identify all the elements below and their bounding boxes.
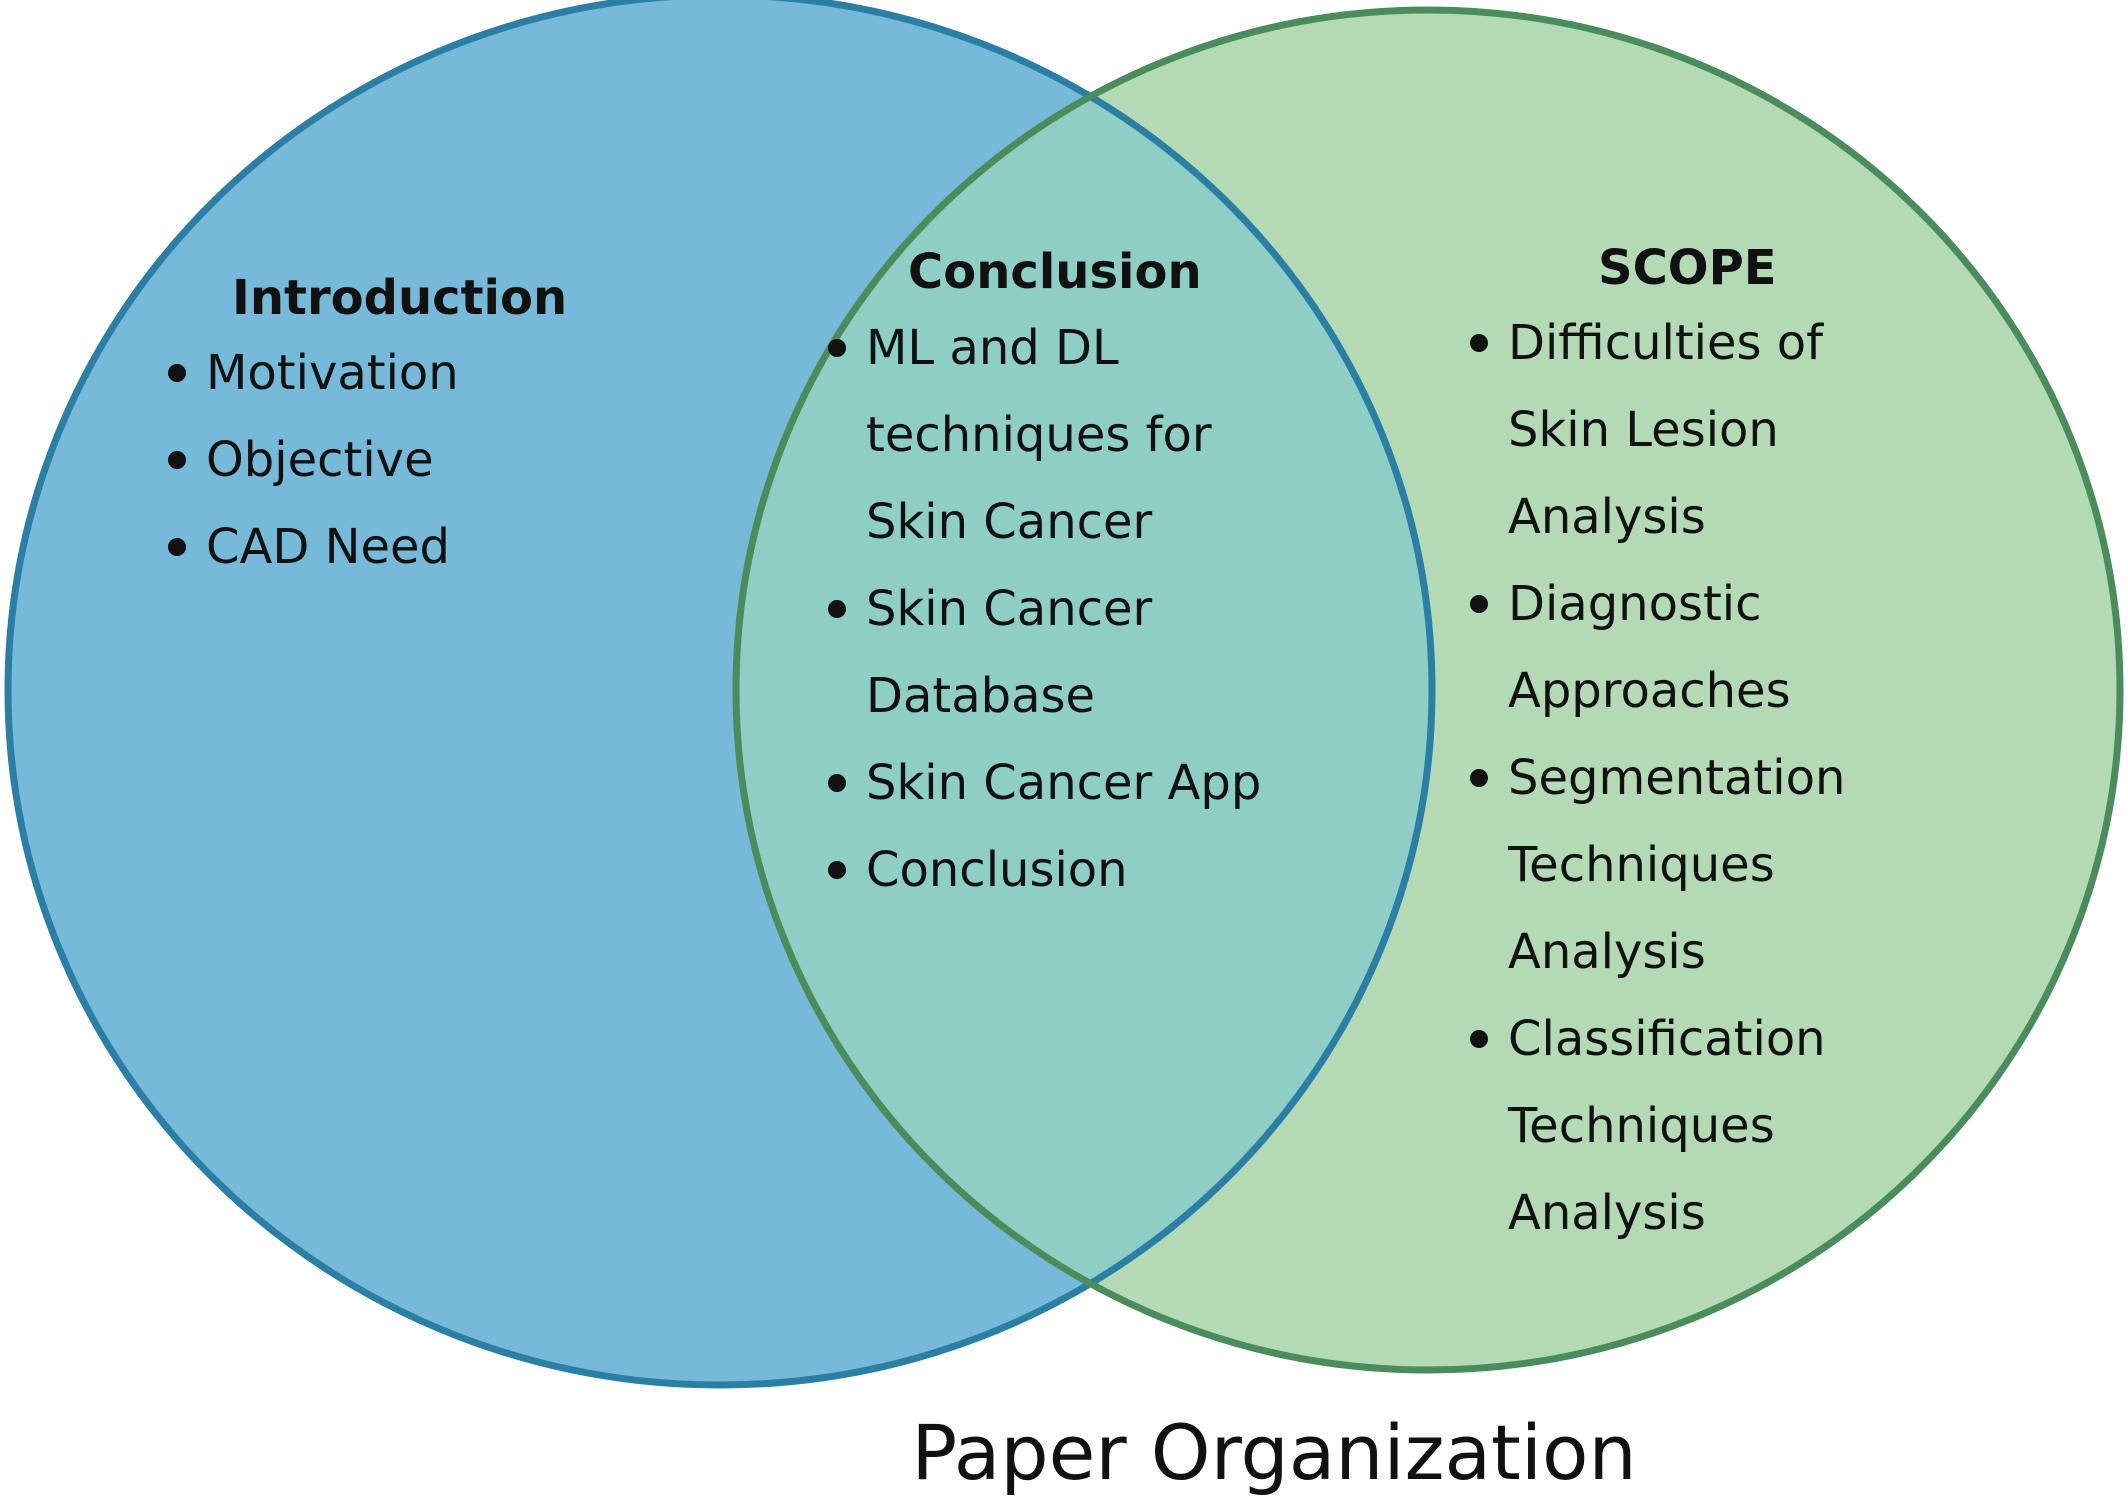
conclusion-overlap-region [736, 10, 1432, 1370]
conclusion-item-text: Skin Cancer [866, 581, 1153, 637]
introduction-circle-outline [4, 0, 1436, 1389]
bullet-icon [168, 451, 186, 469]
conclusion-item-text: Skin Cancer App [866, 755, 1262, 811]
scope-item-text: Analysis [1508, 924, 1706, 980]
bullet-icon [168, 538, 186, 556]
bullet-icon [828, 600, 846, 618]
scope-item-text: Difficulties of [1508, 315, 1824, 371]
introduction-item-text: Objective [206, 432, 434, 488]
scope-item-text: Diagnostic [1508, 576, 1762, 632]
conclusion-heading: Conclusion [908, 244, 1202, 300]
scope-item-text: Classification [1508, 1011, 1826, 1067]
scope-item-text: Techniques [1508, 837, 1775, 893]
introduction-item: CAD Need [168, 504, 548, 591]
scope-heading: SCOPE [1598, 240, 1777, 296]
bullet-icon [1470, 334, 1488, 352]
bullet-icon [828, 861, 846, 879]
conclusion-item: Skin Cancer App [828, 740, 1308, 827]
bullet-icon [828, 774, 846, 792]
bullet-icon [1470, 595, 1488, 613]
scope-item-text: Skin Lesion [1508, 402, 1779, 458]
conclusion-item: Conclusion [828, 827, 1308, 914]
bullet-icon [1470, 769, 1488, 787]
introduction-item-text: CAD Need [206, 519, 451, 575]
scope-item-text: Segmentation [1508, 750, 1846, 806]
bullet-icon [1470, 1030, 1488, 1048]
diagram-caption: Paper Organization [911, 1408, 1637, 1497]
conclusion-item-text: Database [866, 668, 1096, 724]
bullet-icon [828, 339, 846, 357]
introduction-item: Motivation [168, 330, 548, 417]
scope-item-text: Techniques [1508, 1098, 1775, 1154]
conclusion-item-text: ML and DL [866, 320, 1119, 376]
introduction-item: Objective [168, 417, 548, 504]
conclusion-item-text: Conclusion [866, 842, 1128, 898]
scope-item-text: Analysis [1508, 489, 1706, 545]
introduction-item-text: Motivation [206, 345, 459, 401]
introduction-heading: Introduction [232, 270, 568, 326]
scope-circle-outline [732, 6, 2124, 1374]
conclusion-item-text: techniques for [866, 407, 1212, 463]
scope-item-text: Approaches [1508, 663, 1791, 719]
bullet-icon [168, 364, 186, 382]
conclusion-item-text: Skin Cancer [866, 494, 1153, 550]
scope-item-text: Analysis [1508, 1185, 1706, 1241]
